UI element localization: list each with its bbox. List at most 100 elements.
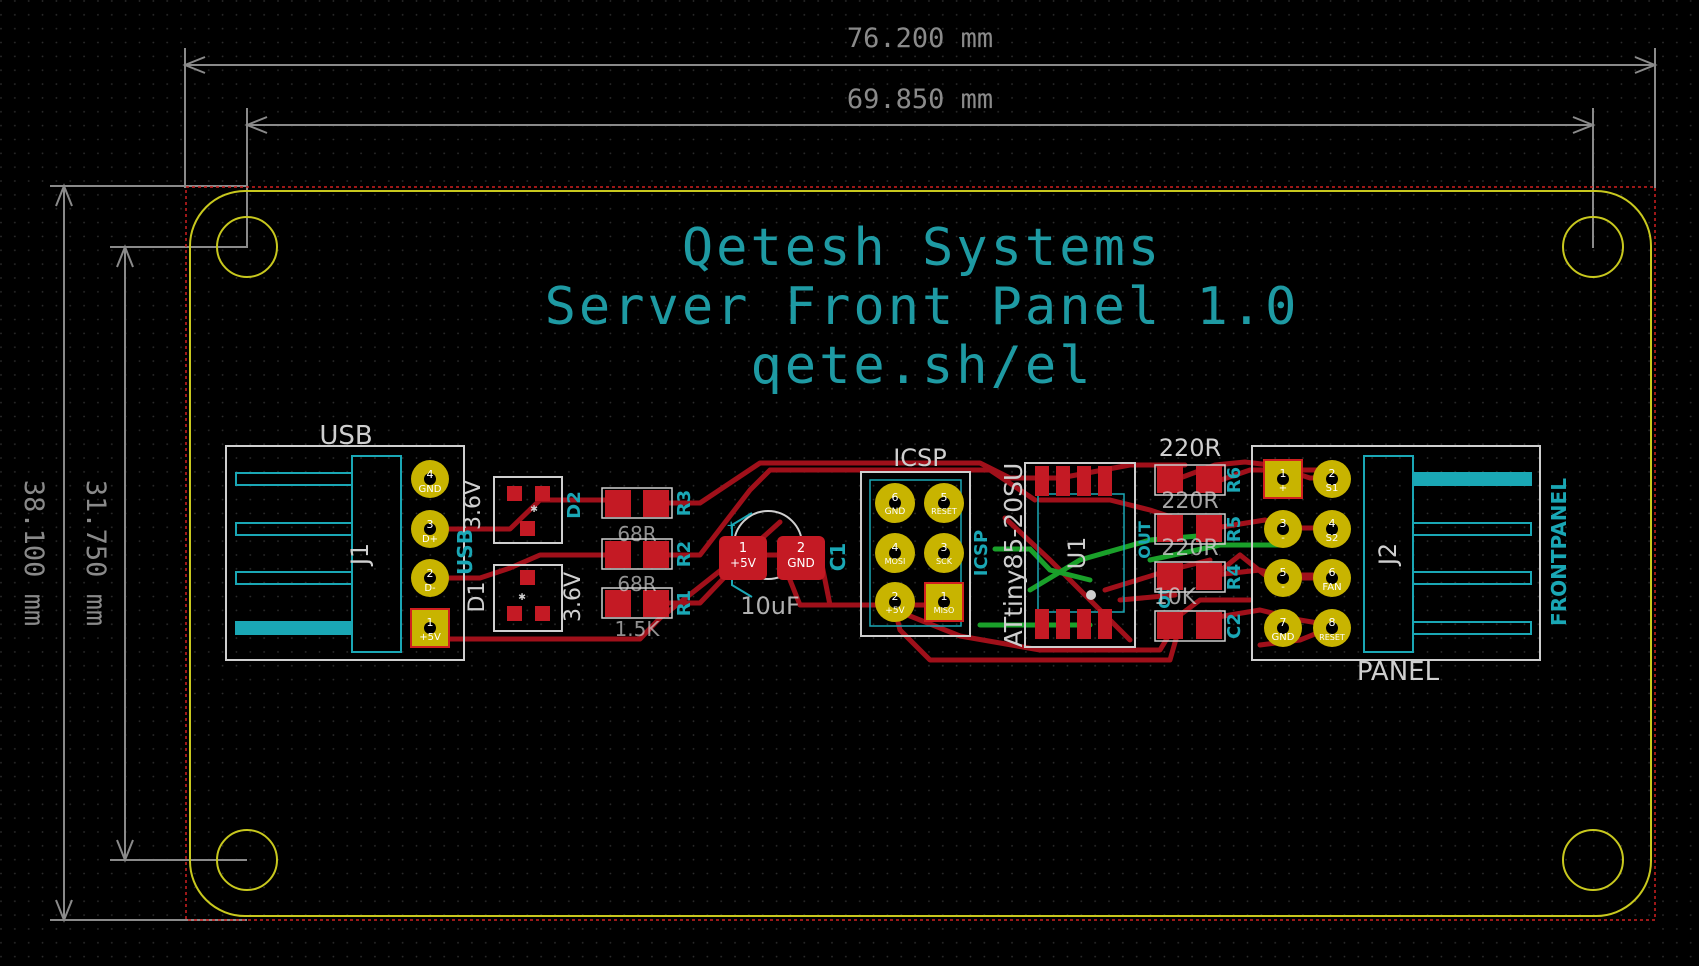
icsp-pin-4-number: 4 bbox=[892, 541, 899, 554]
icsp-pin-5-number: 5 bbox=[941, 491, 948, 504]
j2-reference: J2 bbox=[1374, 543, 1402, 567]
j1-pin-1-number: 1 bbox=[427, 616, 434, 629]
j2-pin-5-number: 5 bbox=[1280, 566, 1287, 579]
svg-text:✱: ✱ bbox=[530, 501, 537, 515]
j2-pin-3-number: 3 bbox=[1280, 517, 1287, 530]
c1-pin-2-number: 2 bbox=[797, 541, 805, 556]
r1-resistor[interactable] bbox=[601, 587, 673, 619]
j2-pin-1-pad bbox=[1263, 459, 1303, 499]
r1-value: 1.5K bbox=[615, 617, 661, 641]
mounting-hole-bottom-left bbox=[216, 829, 278, 891]
board-title-line3: qete.sh/el bbox=[750, 336, 1093, 396]
r2-reference: R2 bbox=[674, 541, 695, 567]
icsp-pin-6-number: 6 bbox=[892, 491, 899, 504]
j1-fab-value: USB bbox=[453, 529, 477, 575]
j1-pin-3-number: 3 bbox=[427, 518, 434, 531]
r4-value: 220R bbox=[1161, 536, 1218, 561]
d2-value: 3.6V bbox=[461, 480, 486, 530]
out-label-a: OUT bbox=[1135, 521, 1154, 559]
board-title-line2: Server Front Panel 1.0 bbox=[545, 277, 1300, 337]
icsp-pin-3-name: SCK bbox=[936, 557, 953, 566]
d1-reference: D1 bbox=[465, 582, 490, 613]
j2-pin-7-name: GND bbox=[1272, 632, 1295, 643]
icsp-pin-3-number: 3 bbox=[941, 541, 948, 554]
j1-pin-3-name: D+ bbox=[422, 534, 438, 545]
u1-reference: U1 bbox=[1063, 537, 1091, 570]
icsp-pin-1-name: MISO bbox=[934, 606, 955, 615]
svg-text:+: + bbox=[727, 518, 735, 534]
c1-reference: C1 bbox=[826, 543, 850, 572]
r6-value: 220R bbox=[1159, 434, 1221, 462]
icsp-header[interactable] bbox=[860, 471, 971, 637]
icsp-reference: ICSP bbox=[893, 444, 947, 472]
icsp-pin-2-number: 2 bbox=[892, 590, 899, 603]
dimension-lines bbox=[50, 48, 1658, 923]
r1-reference: R1 bbox=[674, 590, 695, 616]
j2-pin-7-number: 7 bbox=[1280, 616, 1287, 629]
j1-usb-label: USB bbox=[319, 421, 372, 451]
d2-zener-diode[interactable]: ✱ bbox=[493, 476, 563, 544]
r6-reference: R6 bbox=[1224, 467, 1245, 493]
u1-value: ATtiny85-20SU bbox=[999, 463, 1028, 648]
j2-pin-2-number: 2 bbox=[1329, 467, 1336, 480]
mounting-holes bbox=[216, 216, 1624, 891]
j2-pin-8-name: RESET bbox=[1319, 633, 1345, 642]
j1-pin-4-number: 4 bbox=[427, 468, 434, 481]
j2-fab-value: FRONTPANEL bbox=[1547, 478, 1571, 626]
d1-zener-diode[interactable]: ✱ bbox=[493, 564, 563, 632]
j2-frontpanel-connector[interactable] bbox=[1251, 445, 1541, 661]
svg-text:✱: ✱ bbox=[518, 589, 525, 603]
c1-pin-1-name: +5V bbox=[730, 556, 757, 570]
c1-pin-1-number: 1 bbox=[739, 541, 747, 556]
c2-reference: C2 bbox=[1224, 613, 1245, 639]
board-outline[interactable] bbox=[185, 186, 1656, 921]
j2-pin-2-name: S1 bbox=[1326, 483, 1339, 494]
j2-pin-5-name: - bbox=[1281, 582, 1285, 593]
j2-pin-4-number: 4 bbox=[1329, 517, 1336, 530]
r5-resistor[interactable] bbox=[1154, 513, 1226, 545]
dimension-hole-spacing-y: 31.750 mm bbox=[80, 480, 111, 626]
j1-usb-connector[interactable] bbox=[225, 445, 465, 661]
j2-pin-1-name: + bbox=[1279, 483, 1287, 494]
j1-reference: J1 bbox=[346, 543, 374, 567]
j2-pin-6-number: 6 bbox=[1329, 566, 1336, 579]
r2-value: 68R bbox=[617, 572, 656, 596]
r4-resistor[interactable] bbox=[1154, 561, 1226, 593]
j1-pin-1-name: +5V bbox=[419, 632, 441, 643]
c1-pin-2-name: GND bbox=[787, 556, 815, 570]
dimension-hole-spacing-x: 69.850 mm bbox=[847, 84, 993, 115]
dimension-overall-height: 38.100 mm bbox=[18, 480, 49, 626]
c1-pin-2-pad bbox=[777, 536, 825, 580]
mounting-hole-top-left bbox=[216, 216, 278, 278]
board-title-line1: Qetesh Systems bbox=[682, 218, 1162, 278]
j2-pin-1-number: 1 bbox=[1280, 467, 1287, 480]
j1-pin-2-number: 2 bbox=[427, 567, 434, 580]
c1-capacitor[interactable]: + bbox=[719, 510, 825, 598]
r3-value: 68R bbox=[617, 522, 656, 546]
icsp-pin-2-name: +5V bbox=[885, 606, 905, 616]
mounting-hole-top-right bbox=[1562, 216, 1624, 278]
j2-pin-8-number: 8 bbox=[1329, 616, 1336, 629]
r5-reference: R5 bbox=[1224, 516, 1245, 542]
c2-capacitor[interactable] bbox=[1154, 610, 1226, 642]
j2-pin-4-name: S2 bbox=[1326, 533, 1339, 544]
r2-resistor[interactable] bbox=[601, 538, 673, 570]
icsp-pin-4-name: MOSI bbox=[885, 557, 906, 566]
u1-attiny85-chip[interactable] bbox=[1024, 462, 1136, 648]
c1-pin-1-pad bbox=[719, 536, 767, 580]
c1-value: 10uF bbox=[740, 592, 800, 620]
icsp-pin-1-number: 1 bbox=[941, 590, 948, 603]
j2-pin-3-name: - bbox=[1281, 533, 1285, 544]
r3-resistor[interactable] bbox=[601, 487, 673, 519]
r5-value: 220R bbox=[1161, 489, 1218, 514]
j1-pin-4-name: GND bbox=[419, 484, 442, 495]
mounting-hole-bottom-right bbox=[1562, 829, 1624, 891]
icsp-pin-5-name: RESET bbox=[931, 507, 957, 516]
d2-reference: D2 bbox=[564, 491, 585, 518]
r6-resistor[interactable] bbox=[1154, 464, 1226, 496]
dimension-overall-width: 76.200 mm bbox=[847, 23, 993, 54]
d1-value: 3.6V bbox=[561, 572, 586, 622]
j1-pin-2-name: D- bbox=[424, 583, 436, 594]
j2-panel-label: PANEL bbox=[1357, 657, 1440, 687]
